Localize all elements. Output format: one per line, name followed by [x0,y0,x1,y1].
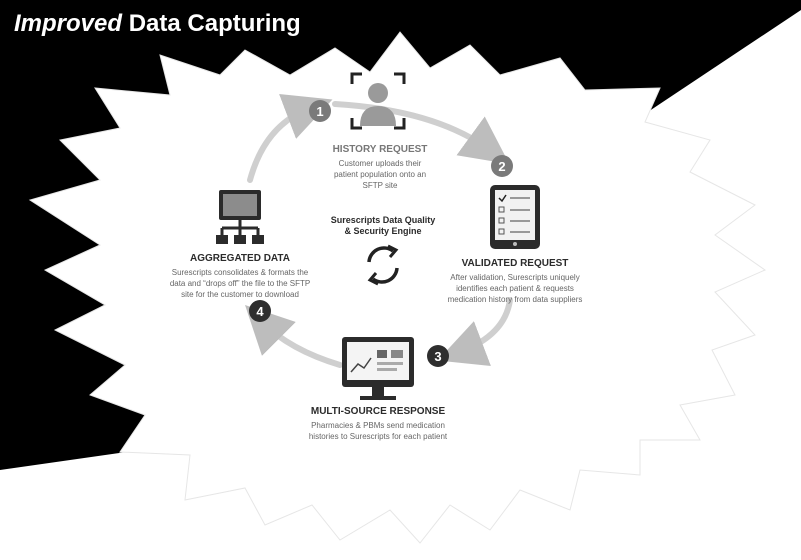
center-engine: Surescripts Data Quality & Security Engi… [331,215,436,286]
step-heading: MULTI-SOURCE RESPONSE [311,406,446,417]
person-scan-icon [350,72,406,130]
step-validated-request: 2 VALIDATED REQUEST After validation, Su… [448,155,583,304]
step-aggregated-data: AGGREGATED DATA Surescripts consolidates… [170,190,310,322]
step-badge-4 [249,300,271,322]
network-computer-icon [216,190,264,244]
step-badge-1 [309,100,331,122]
step-heading: VALIDATED REQUEST [462,258,569,269]
title-rest: Data Capturing [122,10,301,37]
step-description-line: medication history from data suppliers [448,295,583,304]
title-emphasis: Improved [14,10,123,37]
starburst-shape [28,31,767,544]
step-history-request: 1 HISTORY REQUEST Customer uploads their… [309,72,428,190]
step-description-line: data and “drops off” the file to the SFT… [170,279,310,288]
step-badge-2-number: 2 [498,159,505,174]
cycle-arrows [245,94,513,368]
step-description-line: site for the customer to download [181,290,299,299]
step-description-line: SFTP site [363,181,399,190]
checklist-tablet-icon [490,185,540,249]
step-badge-3 [427,345,449,367]
arc-1-to-2 [332,101,510,165]
refresh-cycle-icon [367,244,399,286]
step-description-line: identifies each patient & requests [456,284,574,293]
step-badge-2 [491,155,513,177]
step-badge-3-number: 3 [434,349,441,364]
engine-label-line: Surescripts Data Quality [331,215,436,225]
step-description-line: histories to Surescripts for each patien… [309,432,448,441]
monitor-dashboard-icon [342,337,414,400]
step-heading: HISTORY REQUEST [333,144,428,155]
engine-label-line: & Security Engine [344,226,421,236]
step-description-line: Customer uploads their [339,159,422,168]
step-description-line: Pharmacies & PBMs send medication [311,421,445,430]
step-multi-source-response: 3 MULTI-SOURCE RESPONSE Pharmacies & PBM… [309,337,449,441]
page-title: Improved Data Capturing [14,10,301,37]
step-description-line: patient population onto an [334,170,426,179]
arc-3-to-4 [245,305,343,368]
step-heading: AGGREGATED DATA [190,253,290,264]
arc-2-to-3 [437,297,513,366]
step-description-line: Surescripts consolidates & formats the [172,268,309,277]
step-badge-1-number: 1 [316,104,323,119]
arc-4-to-1 [247,94,333,183]
step-badge-4-number: 4 [256,304,264,319]
step-description-line: After validation, Surescripts uniquely [450,273,579,282]
